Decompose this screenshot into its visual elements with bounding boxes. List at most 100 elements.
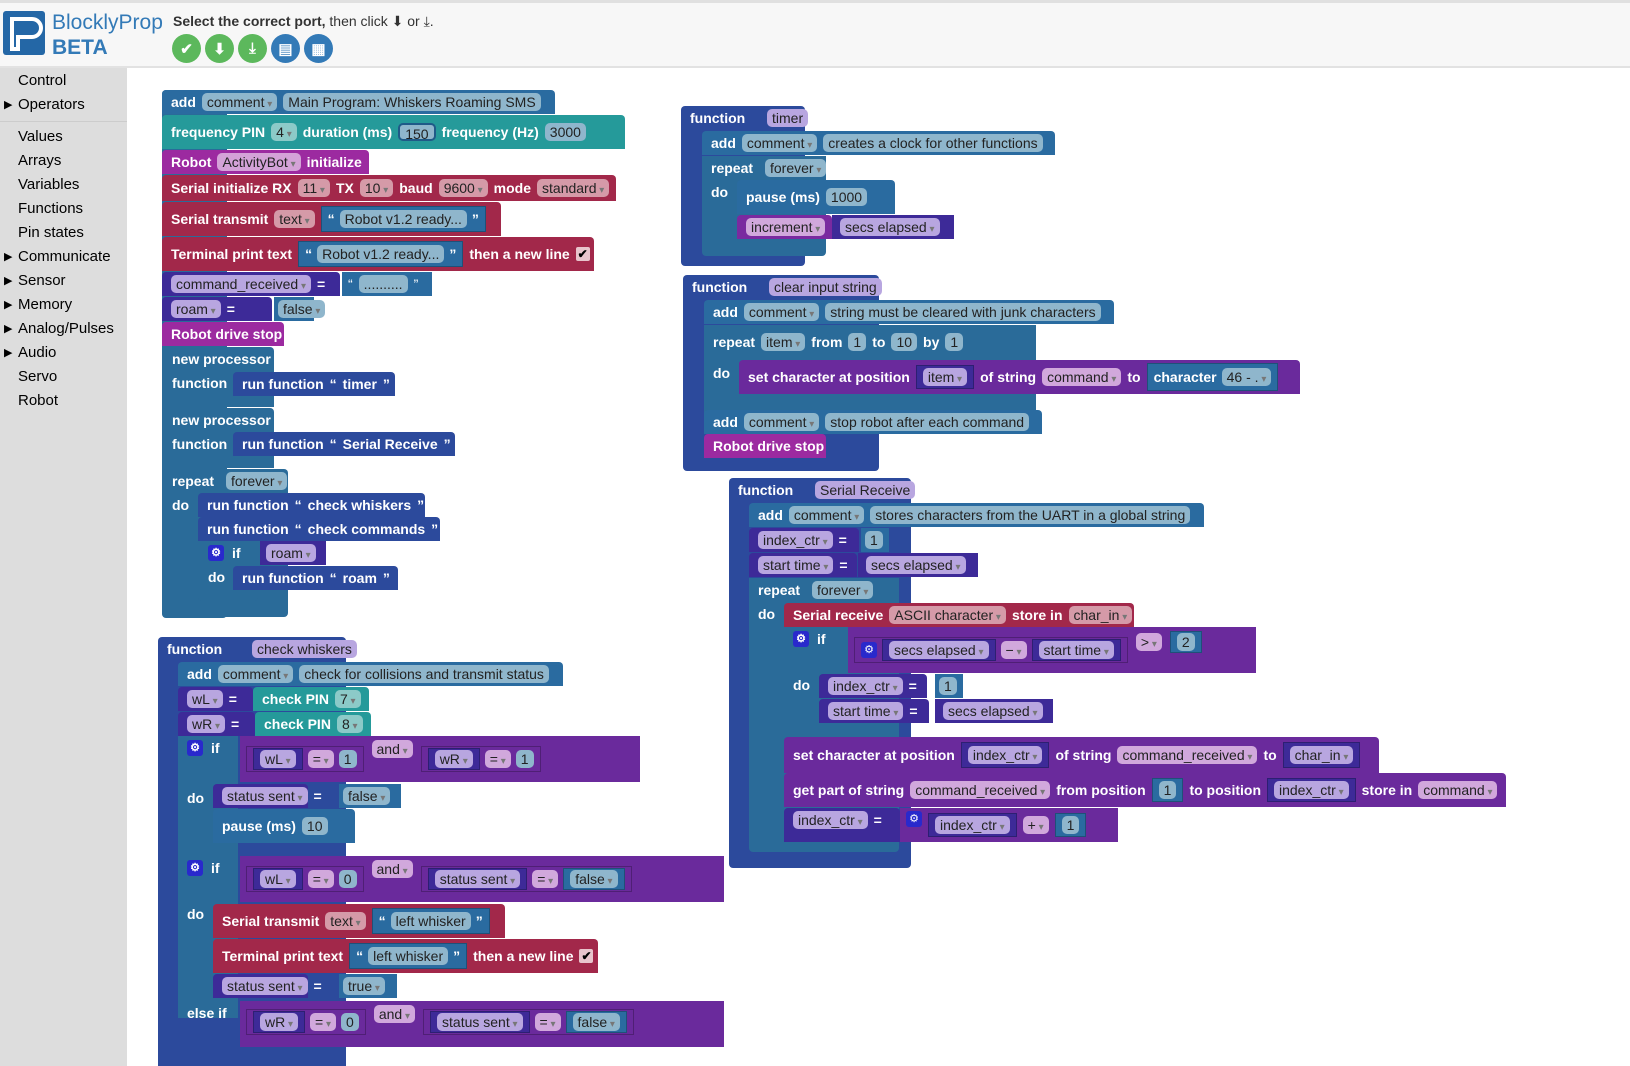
number-field[interactable]: 1 <box>848 333 867 351</box>
variable-dropdown[interactable]: wL <box>260 750 296 768</box>
comment-block[interactable]: addcommentcreates a clock for other func… <box>702 131 1055 155</box>
variable-dropdown[interactable]: status sent <box>434 870 521 888</box>
set-start-time-block[interactable]: start time= <box>749 553 857 577</box>
text-field[interactable]: .......... <box>358 275 408 293</box>
variable-dropdown[interactable]: wR <box>187 715 226 733</box>
repeat-dropdown[interactable]: forever <box>765 159 827 177</box>
operator-dropdown[interactable]: = <box>534 1013 561 1031</box>
boolean-dropdown[interactable]: false <box>278 300 326 318</box>
boolean-dropdown[interactable]: false <box>570 870 618 888</box>
boolean-dropdown[interactable]: true <box>343 977 385 995</box>
set-index-ctr-block[interactable]: index_ctr= <box>819 674 927 698</box>
duration-field[interactable]: 150 <box>398 123 436 142</box>
number-field[interactable]: 10 <box>301 817 328 835</box>
variable-dropdown[interactable]: status sent <box>437 1013 523 1031</box>
operator-dropdown[interactable]: = <box>484 750 511 768</box>
sidebar-item-communicate[interactable]: ▶Communicate <box>0 246 127 268</box>
set-character-block[interactable]: set character at position index_ctr of s… <box>784 737 1379 773</box>
checkbox-icon[interactable]: ✔ <box>575 247 590 261</box>
comment-block[interactable]: addcommentcheck for collisions and trans… <box>178 662 563 686</box>
variable-getter-block[interactable]: roam <box>260 541 326 565</box>
variable-dropdown[interactable]: wL <box>260 870 296 888</box>
comment-dropdown[interactable]: comment <box>743 303 820 321</box>
compare-block[interactable]: ⚙secs elapsed−start time > 2 <box>848 627 1256 673</box>
pause-block[interactable]: pause (ms)1000 <box>737 180 895 214</box>
variable-dropdown[interactable]: index_ctr <box>758 531 833 549</box>
variable-dropdown[interactable]: status sent <box>222 977 308 995</box>
comment-field[interactable]: Main Program: Whiskers Roaming SMS <box>283 93 541 111</box>
comment-dropdown[interactable]: comment <box>743 413 820 431</box>
mode-dropdown[interactable]: standard <box>537 179 610 197</box>
variable-dropdown[interactable]: index_ctr <box>967 746 1043 764</box>
variable-dropdown[interactable]: start time <box>1038 641 1114 659</box>
comment-dropdown[interactable]: comment <box>788 506 865 524</box>
boolean-block[interactable]: true <box>339 974 397 998</box>
set-index-ctr-block[interactable]: index_ctr= <box>784 808 900 842</box>
function-name-field[interactable]: timer <box>767 109 809 127</box>
sidebar-item-pin-states[interactable]: Pin states <box>18 224 84 241</box>
sidebar-item-analog-pulses[interactable]: ▶Analog/Pulses <box>0 318 127 340</box>
robot-dropdown[interactable]: ActivityBot <box>217 153 301 171</box>
variable-dropdown[interactable]: secs elapsed <box>840 218 940 236</box>
boolean-dropdown[interactable]: false <box>343 787 391 805</box>
comment-dropdown[interactable]: comment <box>201 93 278 111</box>
comment-field[interactable]: creates a clock for other functions <box>823 134 1043 152</box>
robot-drive-stop-block[interactable]: Robot drive stop <box>162 322 284 346</box>
comment-block[interactable]: addcommentstores characters from the UAR… <box>749 503 1204 527</box>
set-character-block[interactable]: set character at position item of string… <box>739 360 1300 394</box>
number-field[interactable]: 1 <box>939 677 957 695</box>
graph-button[interactable]: ▦ <box>304 34 333 63</box>
comment-block[interactable]: addcommentstring must be cleared with ju… <box>704 300 1114 324</box>
number-field[interactable]: 10 <box>891 333 918 351</box>
boolean-block[interactable]: false <box>339 784 401 808</box>
main-comment-block[interactable]: addcommentMain Program: Whiskers Roaming… <box>162 90 555 114</box>
comment-block[interactable]: addcommentstop robot after each command <box>704 410 1042 434</box>
set-status-sent-block[interactable]: status sent= <box>213 784 322 808</box>
set-wr-block[interactable]: wR= <box>178 712 255 736</box>
number-block[interactable]: 1 <box>861 528 889 552</box>
variable-getter-block[interactable]: secs elapsed <box>832 215 954 239</box>
set-index-ctr-block[interactable]: index_ctr= <box>749 528 859 552</box>
receive-type-dropdown[interactable]: ASCII character <box>889 606 1006 624</box>
comment-field[interactable]: stop robot after each command <box>825 413 1030 431</box>
sidebar-item-memory[interactable]: ▶Memory <box>0 294 127 316</box>
terminal-print-block[interactable]: Terminal print text “Robot v1.2 ready...… <box>162 237 594 271</box>
number-field[interactable]: 1 <box>1061 816 1080 834</box>
logic-operator-dropdown[interactable]: and <box>371 860 413 878</box>
variable-dropdown[interactable]: wR <box>434 750 473 768</box>
number-field[interactable]: 0 <box>341 1013 359 1031</box>
mutator-gear-icon[interactable]: ⚙ <box>906 811 922 827</box>
character-dropdown[interactable]: 46 - . <box>1221 368 1272 386</box>
repeat-dropdown[interactable]: forever <box>812 581 874 599</box>
mutator-gear-icon[interactable]: ⚙ <box>208 545 224 561</box>
verify-button[interactable]: ✔ <box>172 34 201 63</box>
robot-init-block[interactable]: RobotActivityBotinitialize <box>162 150 369 174</box>
pause-block[interactable]: pause (ms)10 <box>213 809 355 843</box>
tx-dropdown[interactable]: 10 <box>359 179 394 197</box>
logic-operator-dropdown[interactable]: and <box>371 740 413 758</box>
operator-dropdown[interactable]: = <box>310 1013 337 1031</box>
operator-dropdown[interactable]: = <box>307 870 334 888</box>
string-variable-dropdown[interactable]: command <box>1042 368 1122 386</box>
run-function-check-whiskers-block[interactable]: run function“check whiskers” <box>198 493 425 517</box>
variable-dropdown[interactable]: roam <box>266 544 316 562</box>
run-function-timer-block[interactable]: run function“timer” <box>233 372 395 396</box>
function-name-field[interactable]: Serial Receive <box>815 481 916 499</box>
terminal-print-block[interactable]: Terminal print text “left whisker” then … <box>213 939 598 973</box>
string-value-block[interactable]: “..........” <box>342 272 432 296</box>
variable-dropdown[interactable]: secs elapsed <box>943 702 1043 720</box>
robot-drive-stop-block[interactable]: Robot drive stop <box>704 434 826 458</box>
mutator-gear-icon[interactable]: ⚙ <box>187 860 203 876</box>
comment-dropdown[interactable]: comment <box>741 134 818 152</box>
sidebar-item-audio[interactable]: ▶Audio <box>0 342 127 364</box>
frequency-out-block[interactable]: frequency PIN4duration (ms)150frequency … <box>162 115 625 149</box>
run-function-check-commands-block[interactable]: run function“check commands” <box>198 517 440 541</box>
variable-getter-block[interactable]: secs elapsed <box>858 553 978 577</box>
variable-dropdown[interactable]: char_in <box>1289 746 1354 764</box>
text-field[interactable]: left whisker <box>368 947 449 965</box>
function-name-field[interactable]: check whiskers <box>252 640 357 658</box>
